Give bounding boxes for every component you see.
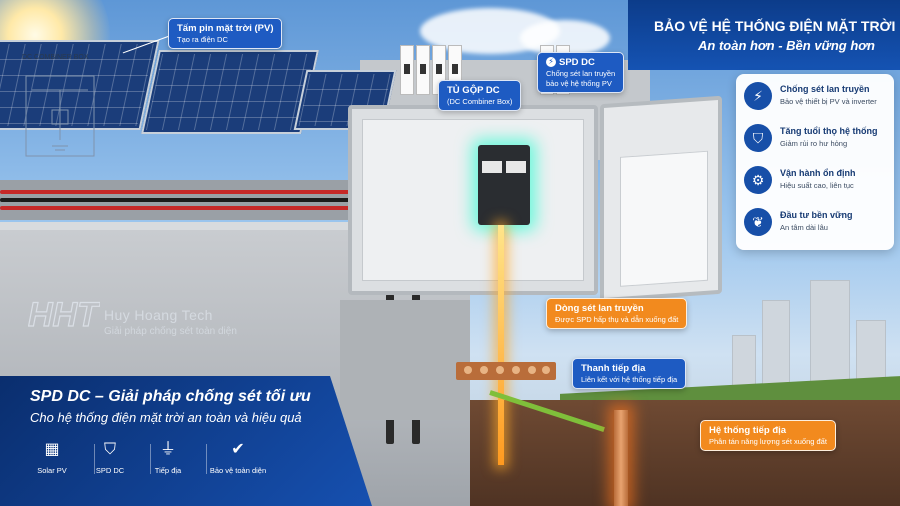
brand-name: Huy Hoang Tech <box>104 307 213 323</box>
callout-spd-dc: ⚡SPD DC Chống sét lan truyền bảo vệ hệ t… <box>537 52 625 93</box>
combiner-box-door <box>600 95 722 303</box>
callout-desc: bảo vệ hệ thống PV <box>546 79 612 88</box>
surge-current-path <box>498 225 504 465</box>
wiring-diagram <box>25 75 95 157</box>
callout-title: Tấm pin mặt trời (PV) <box>177 23 274 34</box>
footer-item-label: SPD DC <box>95 466 125 475</box>
ground-busbar <box>456 362 556 380</box>
shield-lightning-icon: ⛉ <box>103 441 116 458</box>
callout-earthing-system: Hệ thống tiếp địa Phân tán năng lượng sé… <box>700 420 836 451</box>
benefits-card: ⚡ Chống sét lan truyền Bảo vệ thiết bị P… <box>736 74 894 250</box>
benefit-title: Đầu tư bền vững <box>780 210 853 220</box>
divider <box>206 444 207 474</box>
footer-item-solar-pv: ▦ Solar PV <box>22 440 82 475</box>
shield-icon: ⛉ <box>744 124 772 152</box>
benefit-title: Chống sét lan truyền <box>780 84 870 94</box>
lightning-icon: ⚡ <box>744 82 772 110</box>
benefit-desc: Giảm rủi ro hư hỏng <box>780 139 848 148</box>
footer-title: SPD DC – Giải pháp chống sét tối ưu <box>30 388 311 405</box>
divider <box>150 444 151 474</box>
benefit-item: ⚡ Chống sét lan truyền Bảo vệ thiết bị P… <box>744 80 890 116</box>
benefit-desc: An tâm dài lâu <box>780 223 828 232</box>
footer-item-label: Tiếp địa <box>154 466 182 475</box>
benefit-title: Vận hành ổn định <box>780 168 856 178</box>
benefit-desc: Bảo vệ thiết bị PV và inverter <box>780 97 877 106</box>
svg-text:HHT: HHT <box>28 296 100 334</box>
callout-desc: Chống sét lan truyền <box>546 69 616 78</box>
footer-item-grounding: ⏚ Tiếp địa <box>138 440 198 475</box>
callout-title: TỦ GỘP DC <box>447 85 500 96</box>
footer-item-full-protection: ✔ Bảo vệ toàn diện <box>208 440 268 475</box>
callout-desc: Được SPD hấp thụ và dẫn xuống đất <box>555 315 679 324</box>
callout-desc: (DC Combiner Box) <box>447 97 513 106</box>
ground-rod <box>614 410 628 506</box>
lightning-icon: ⚡ <box>546 57 556 67</box>
callout-title: Hệ thống tiếp địa <box>709 425 787 436</box>
spd-device <box>478 145 530 225</box>
dc-cable-red <box>0 190 360 194</box>
callout-title: SPD DC <box>559 57 595 68</box>
callout-ground-bar: Thanh tiếp địa Liên kết với hệ thống tiế… <box>572 358 687 389</box>
callout-desc: Phân tán năng lượng sét xuống đất <box>709 437 827 446</box>
city-skyline <box>722 270 900 390</box>
header-banner <box>628 0 900 70</box>
footer-subtitle: Cho hệ thống điện mặt trời an toàn và hi… <box>30 410 302 425</box>
footer-item-spd-dc: ⛉ SPD DC <box>80 440 140 475</box>
huy-hoang-tech-logo-icon: HHT <box>28 295 100 334</box>
dc-cable-black <box>0 198 360 202</box>
brand-tagline: Giải pháp chống sét toàn diện <box>104 326 237 337</box>
dc-cable-red <box>0 206 360 210</box>
callout-title: Dòng sét lan truyền <box>555 303 644 314</box>
callout-combiner-box: TỦ GỘP DC (DC Combiner Box) <box>438 80 522 111</box>
benefit-item: ❦ Đầu tư bền vững An tâm dài lâu <box>744 206 890 242</box>
dc-breaker <box>400 45 414 95</box>
dc-combiner-box <box>348 105 598 295</box>
footer-item-label: Solar PV <box>37 466 67 475</box>
gear-icon: ⚙ <box>744 166 772 194</box>
door-label-text: DC COMBINER BOX <box>22 54 89 61</box>
callout-surge-current: Dòng sét lan truyền Được SPD hấp thụ và … <box>546 298 688 329</box>
divider <box>94 444 95 474</box>
ground-icon: ⏚ <box>159 441 176 458</box>
dc-breaker <box>416 45 430 95</box>
soil-cutaway <box>470 400 900 506</box>
footer-panel <box>0 376 372 506</box>
callout-desc: Liên kết với hệ thống tiếp địa <box>581 375 678 384</box>
footer-item-label: Bảo vệ toàn diện <box>209 466 267 475</box>
benefit-title: Tăng tuổi thọ hệ thống <box>780 126 878 136</box>
callout-title: Thanh tiếp địa <box>581 363 646 374</box>
callout-desc: Tạo ra điện DC <box>177 35 228 44</box>
shield-check-icon: ✔ <box>231 441 245 458</box>
page-title: BẢO VỆ HỆ THỐNG ĐIỆN MẶT TRỜI <box>654 18 896 34</box>
benefit-desc: Hiệu suất cao, liên tục <box>780 181 854 190</box>
wall-ledge <box>340 300 470 420</box>
solar-panel-icon: ▦ <box>44 441 60 458</box>
benefit-item: ⛉ Tăng tuổi thọ hệ thống Giảm rủi ro hư … <box>744 122 890 158</box>
benefit-item: ⚙ Vận hành ổn định Hiệu suất cao, liên t… <box>744 164 890 200</box>
callout-pv-panel: Tấm pin mặt trời (PV) Tạo ra điện DC <box>168 18 283 49</box>
page-subtitle: An toàn hơn - Bền vững hơn <box>698 38 875 53</box>
leaf-icon: ❦ <box>744 208 772 236</box>
